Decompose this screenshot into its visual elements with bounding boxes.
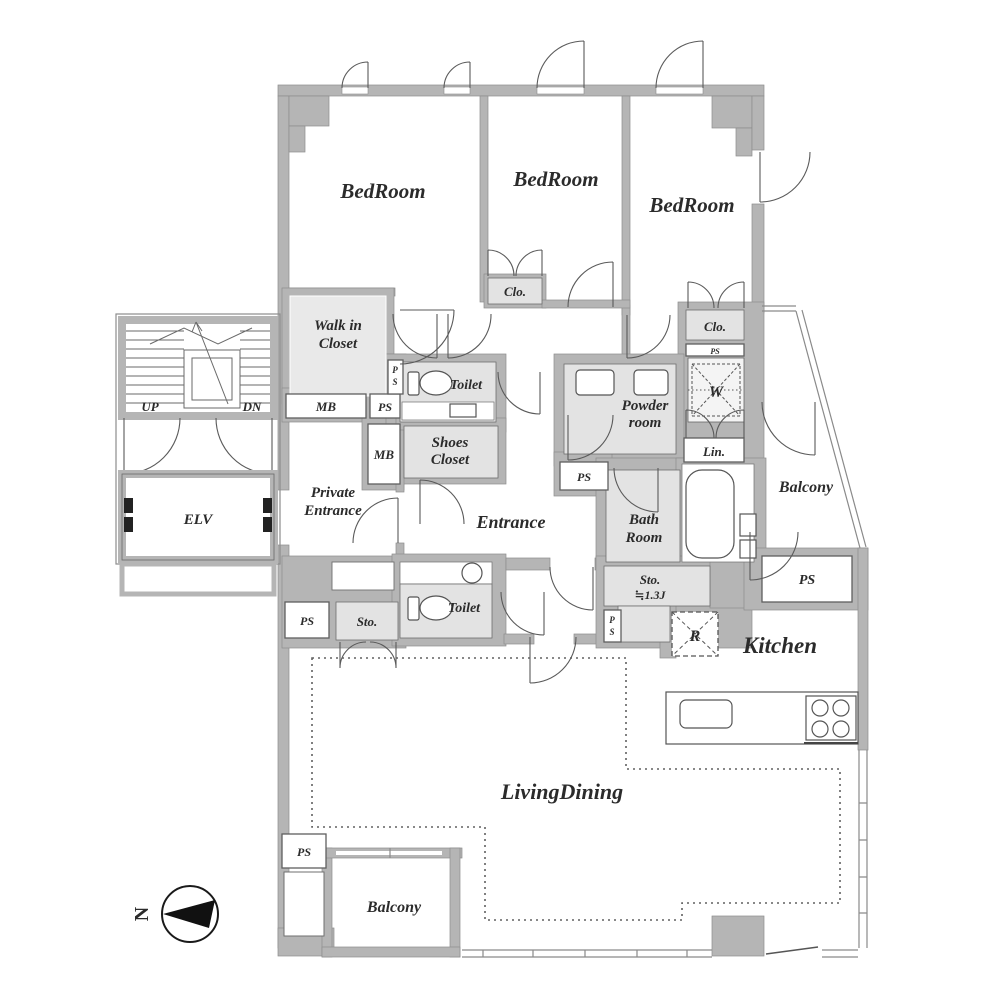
refrigerator-icon <box>671 611 719 657</box>
toilet2-label: Toilet <box>448 601 481 616</box>
bedroom1-label: BedRoom <box>339 179 425 203</box>
fridge-label: R <box>689 628 701 645</box>
shoes-closet-label-line1: Shoes <box>432 435 469 451</box>
living-dining-label: LivingDining <box>500 779 623 804</box>
storage13-label-line1: Sto. <box>640 572 661 587</box>
room-labels: BedRoom BedRoom BedRoom Walk in Closet C… <box>141 167 834 916</box>
kitchen-counter <box>665 691 859 745</box>
bathtub-icon <box>685 469 757 559</box>
compass-north-label: N <box>131 906 153 921</box>
toilet1-label: Toilet <box>450 378 483 393</box>
washer-label: W <box>709 384 725 401</box>
bath-room-label-line2: Room <box>625 530 663 546</box>
doors <box>339 40 816 684</box>
ps-tiny2-p: P <box>609 615 615 625</box>
ps-label-1: PS <box>378 400 392 414</box>
compass: N <box>131 885 219 943</box>
walk-in-closet-label-line1: Walk in <box>314 318 362 334</box>
powder-room-label-line2: room <box>629 415 662 431</box>
living-dining-boundary <box>311 657 841 921</box>
ps-bottomleft-label: PS <box>300 614 314 628</box>
walk-in-closet-label-line2: Closet <box>319 336 358 352</box>
private-entrance-label-line2: Entrance <box>303 503 362 519</box>
ps-tiny1-s: S <box>392 377 397 387</box>
bath-room-label-line1: Bath <box>628 512 659 528</box>
ps-powder-label: PS <box>577 470 591 484</box>
stairwell <box>115 313 281 565</box>
bedroom2-label: BedRoom <box>512 167 598 191</box>
stairs-down-label: DN <box>242 399 262 414</box>
stair-steps <box>126 321 270 409</box>
powder-room-sinks <box>575 369 669 396</box>
mb-label-2: MB <box>373 447 395 462</box>
balcony-right-label: Balcony <box>778 479 834 496</box>
kitchen-label: Kitchen <box>742 633 817 658</box>
storage-bottom-label: Sto. <box>357 614 378 629</box>
shoes-closet-label-line2: Closet <box>431 452 470 468</box>
storage13-label-line2: ≒1.3J <box>634 588 666 602</box>
ps-kitchen-label: PS <box>799 573 816 588</box>
entrance-label: Entrance <box>475 512 545 532</box>
ps-balcony-label: PS <box>297 845 311 859</box>
ps-tiny2-s: S <box>609 627 614 637</box>
powder-room-label-line1: Powder <box>622 398 669 414</box>
elevator <box>118 470 278 597</box>
bedroom3-label: BedRoom <box>648 193 734 217</box>
closet2-label: Clo. <box>704 319 726 334</box>
stairs-up-label: UP <box>141 399 159 414</box>
ps-tiny1-p: P <box>392 365 398 375</box>
stove-icon <box>804 695 858 744</box>
balcony-bottom-label: Balcony <box>366 899 422 916</box>
linen-label: Lin. <box>702 444 725 459</box>
private-entrance-label-line1: Private <box>311 485 355 501</box>
compass-needle-icon <box>163 900 215 928</box>
closet1-label: Clo. <box>504 284 526 299</box>
elevator-label: ELV <box>183 512 215 528</box>
toilet-icon-lower <box>407 562 483 621</box>
ps-strip-label: PS <box>710 347 720 356</box>
shaft-boxes <box>281 359 853 937</box>
toilet-icon-upper <box>407 370 477 418</box>
mb-label-1: MB <box>315 399 337 414</box>
windows <box>336 86 868 958</box>
